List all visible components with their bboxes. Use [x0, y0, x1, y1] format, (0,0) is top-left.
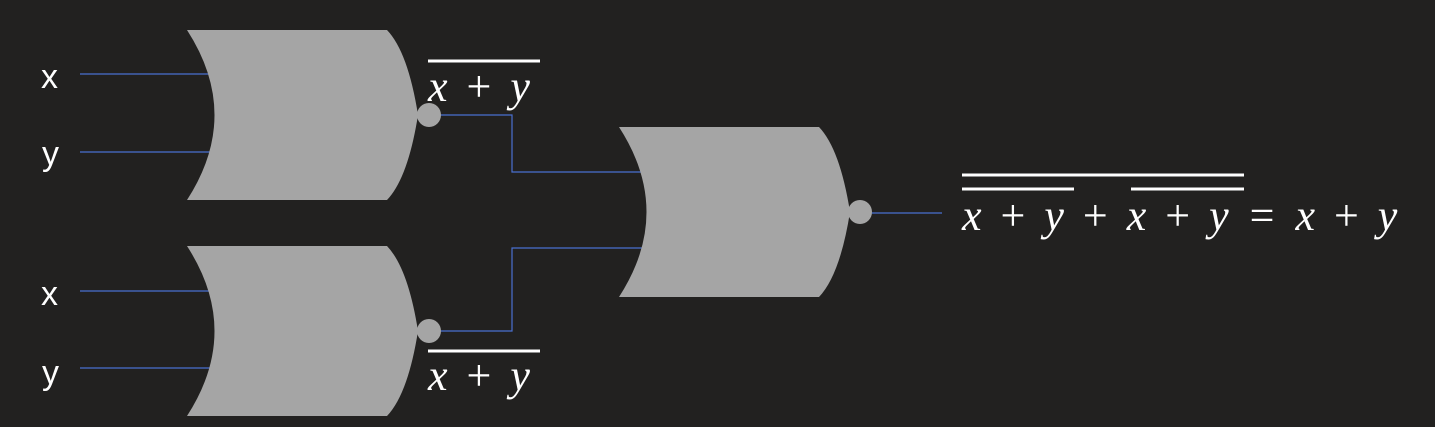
wire-gate1-to-gate3	[440, 114, 648, 173]
var-y: y	[506, 62, 530, 111]
op-plus-between-terms: +	[1083, 191, 1108, 240]
var-y: y	[506, 351, 530, 400]
inversion-bubble-2	[417, 319, 441, 343]
inversion-bubble-3	[848, 200, 872, 224]
result-op-plus: +	[1334, 191, 1359, 240]
term2-var-x: x	[1126, 191, 1147, 240]
op-plus: +	[467, 62, 492, 111]
inversion-bubble-1	[417, 103, 441, 127]
var-x: x	[427, 62, 448, 111]
term2-var-y: y	[1205, 191, 1229, 240]
gate2-input-x-label: x	[41, 275, 58, 313]
term2-op-plus: +	[1165, 191, 1190, 240]
gate2-input-y-label: y	[42, 354, 59, 392]
nor-gate-3	[619, 127, 872, 297]
svg-text:x + y: x + y	[427, 351, 530, 400]
term1-var-x: x	[961, 191, 982, 240]
gate1-output-expression: x + y	[427, 59, 540, 111]
svg-text:x + y: x + y	[427, 62, 530, 111]
nor-gate-2	[187, 246, 441, 416]
wire-gate2-to-gate3	[440, 247, 648, 332]
var-x: x	[427, 351, 448, 400]
gate1-input-y-label: y	[42, 135, 59, 173]
op-equals: =	[1250, 191, 1275, 240]
result-var-x: x	[1294, 191, 1315, 240]
result-var-y: y	[1374, 191, 1398, 240]
result-expression: x + y + x + y = x + y	[961, 173, 1398, 240]
term1-var-y: y	[1040, 191, 1064, 240]
nor-gate-1	[187, 30, 441, 200]
gate2-output-expression: x + y	[427, 349, 540, 400]
svg-text:x + y +: x + y + x + y = x + y	[961, 191, 1398, 240]
term1-op-plus: +	[1001, 191, 1026, 240]
op-plus: +	[467, 351, 492, 400]
gate1-input-x-label: x	[41, 58, 58, 96]
